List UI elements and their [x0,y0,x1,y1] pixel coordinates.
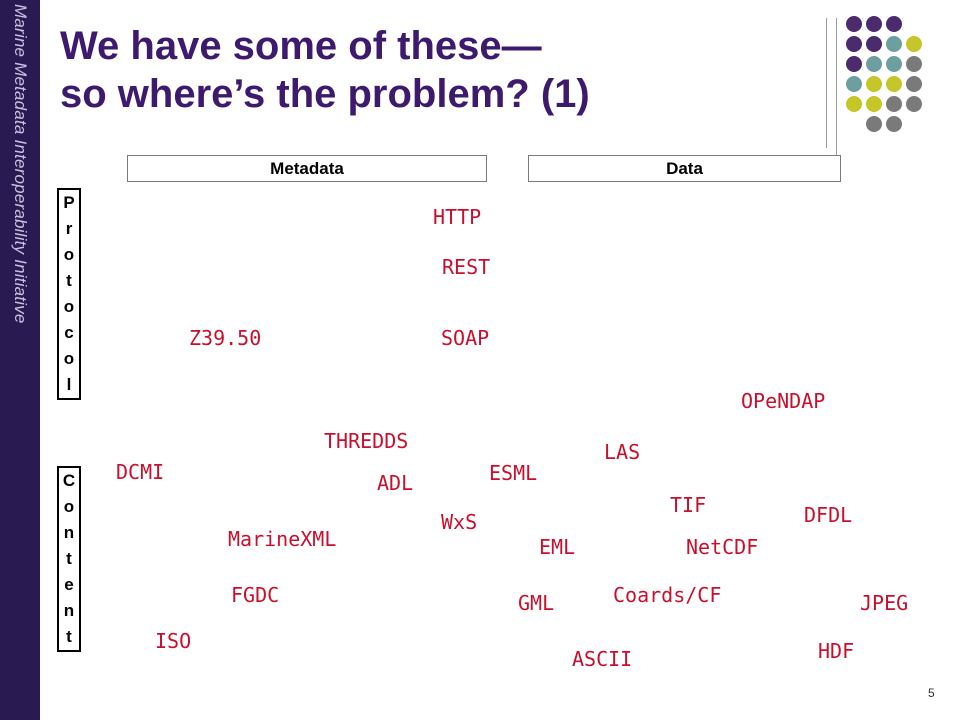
decorative-dot [866,16,882,32]
row-header-letter: o [63,245,75,264]
term-ascii: ASCII [572,647,633,671]
decorative-dot [846,56,862,72]
term-jpeg: JPEG [860,591,909,615]
row-header-letter: n [63,601,75,620]
decorative-dot [846,36,862,52]
sidebar-vertical-text: Marine Metadata Interoperability Initiat… [11,4,30,324]
decorative-dot [886,96,902,112]
row-header-letter: t [66,627,72,646]
term-eml: EML [539,535,576,559]
decorative-dot [906,56,922,72]
decorative-dot [846,76,862,92]
row-header-letter: e [64,575,74,594]
term-gml: GML [518,591,555,615]
decorative-dot [846,16,862,32]
row-header-letter: l [66,375,72,394]
term-hdf: HDF [818,639,855,663]
title-line-1: We have some of these— [60,24,542,68]
decorative-dot [866,116,882,132]
row-header-letter: n [63,523,75,542]
row-header-letter: o [63,297,75,316]
row-header-letter: C [62,471,76,490]
term-soap: SOAP [441,326,490,350]
term-iso: ISO [155,629,192,653]
term-dfdl: DFDL [804,503,853,527]
decorative-dot [906,76,922,92]
decorative-dot [886,116,902,132]
decorative-dot [866,56,882,72]
title-line-2: so where’s the problem? (1) [60,72,590,116]
term-adl: ADL [377,471,414,495]
decorative-dot [886,36,902,52]
decorative-dot [906,96,922,112]
decorative-dot [866,76,882,92]
row-header-letter: t [66,271,72,290]
divider-line-right [836,18,837,178]
decorative-dot [886,56,902,72]
term-coards-cf: Coards/CF [613,583,722,607]
term-fgdc: FGDC [231,583,280,607]
term-http: HTTP [433,205,482,229]
decorative-dot [886,76,902,92]
decorative-dot [866,36,882,52]
row-header-letter: c [64,323,74,342]
column-header-data: Data [528,155,841,182]
term-dcmi: DCMI [116,460,165,484]
column-header-metadata: Metadata [127,155,487,182]
term-wxs: WxS [441,510,478,534]
term-rest: REST [442,255,491,279]
term-esml: ESML [489,461,538,485]
row-header-letter: r [65,219,73,238]
term-tif: TIF [670,493,707,517]
decorative-dot-grid [846,16,922,132]
term-opendap: OPeNDAP [741,389,826,413]
row-header-letter: P [63,193,75,212]
sidebar-band: Marine Metadata Interoperability Initiat… [0,0,40,720]
decorative-dot [886,16,902,32]
slide-title: We have some of these— so where’s the pr… [60,22,590,118]
row-header-letter: o [63,349,75,368]
term-las: LAS [604,440,641,464]
term-z3950: Z39.50 [189,326,262,350]
decorative-dot [866,96,882,112]
decorative-dot [906,36,922,52]
term-thredds: THREDDS [324,429,409,453]
divider-line-left [826,18,827,148]
row-header-letter: t [66,549,72,568]
term-netcdf: NetCDF [686,535,759,559]
term-marinexml: MarineXML [228,527,337,551]
row-header-letter: o [63,497,75,516]
decorative-dot [846,96,862,112]
page-number: 5 [928,686,935,700]
